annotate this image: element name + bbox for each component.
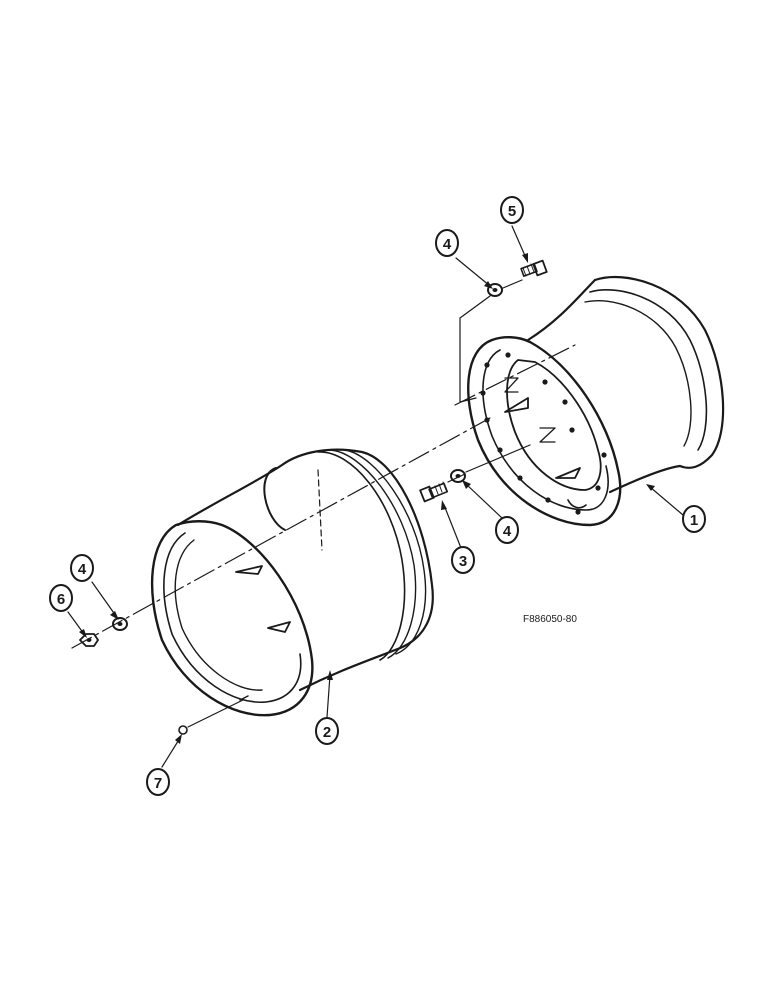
callout-rim-inner: 2 bbox=[315, 717, 339, 745]
leader-4-top-arrow bbox=[484, 281, 493, 289]
washer-left bbox=[112, 617, 128, 631]
leader-7 bbox=[161, 737, 181, 768]
callout-label: 2 bbox=[323, 724, 331, 741]
callout-rim-outer: 1 bbox=[682, 505, 706, 533]
figure-code: F886050-80 bbox=[523, 614, 577, 625]
center-fastener-path bbox=[447, 444, 531, 483]
leader-4-left bbox=[91, 581, 117, 617]
callout-label: 3 bbox=[459, 553, 467, 570]
leader-5 bbox=[511, 225, 527, 259]
leader-4-center bbox=[465, 483, 503, 519]
leader-2 bbox=[326, 674, 331, 718]
callout-washer-center: 4 bbox=[495, 516, 519, 544]
leader-4-center-arrow bbox=[462, 480, 471, 489]
assembly-centerline-upper bbox=[454, 344, 576, 406]
callout-label: 6 bbox=[57, 591, 65, 608]
top-fastener-path bbox=[502, 279, 523, 289]
callout-label: 4 bbox=[78, 561, 87, 578]
callout-nut-left: 6 bbox=[49, 584, 73, 612]
leader-4-top bbox=[455, 257, 491, 287]
bolt-top bbox=[520, 259, 548, 277]
callout-washer-top: 4 bbox=[435, 229, 459, 257]
leader-7-arrow bbox=[175, 734, 182, 744]
leader-3 bbox=[443, 504, 462, 549]
callout-label: 4 bbox=[443, 236, 452, 253]
valve-stem bbox=[178, 695, 249, 735]
leader-6-arrow bbox=[79, 629, 87, 638]
callout-label: 7 bbox=[154, 775, 162, 792]
callout-label: 5 bbox=[508, 203, 516, 220]
callout-bolt-center: 3 bbox=[451, 546, 475, 574]
callout-label: 1 bbox=[690, 512, 698, 529]
leader-1-arrow bbox=[646, 484, 655, 491]
rim-outer bbox=[467, 276, 725, 527]
leader-5-arrow bbox=[522, 253, 528, 263]
leader-4-left-arrow bbox=[110, 611, 119, 620]
callout-washer-left: 4 bbox=[70, 554, 94, 582]
callout-valve: 7 bbox=[146, 768, 170, 796]
callout-label: 4 bbox=[503, 523, 512, 540]
rim-inner bbox=[150, 448, 434, 717]
washer-top bbox=[487, 283, 503, 297]
callout-bolt-top: 5 bbox=[500, 196, 524, 224]
leader-1 bbox=[649, 486, 684, 516]
hidden-center-line bbox=[317, 469, 323, 551]
assembly-centerline bbox=[71, 417, 491, 649]
rim-bolt-holes bbox=[480, 352, 607, 515]
leader-3-arrow bbox=[441, 500, 447, 510]
nut-left bbox=[79, 633, 99, 647]
top-fastener-break bbox=[459, 295, 491, 403]
leader-6 bbox=[67, 611, 85, 635]
bolt-center bbox=[419, 481, 449, 503]
leader-2-arrow bbox=[327, 670, 333, 680]
